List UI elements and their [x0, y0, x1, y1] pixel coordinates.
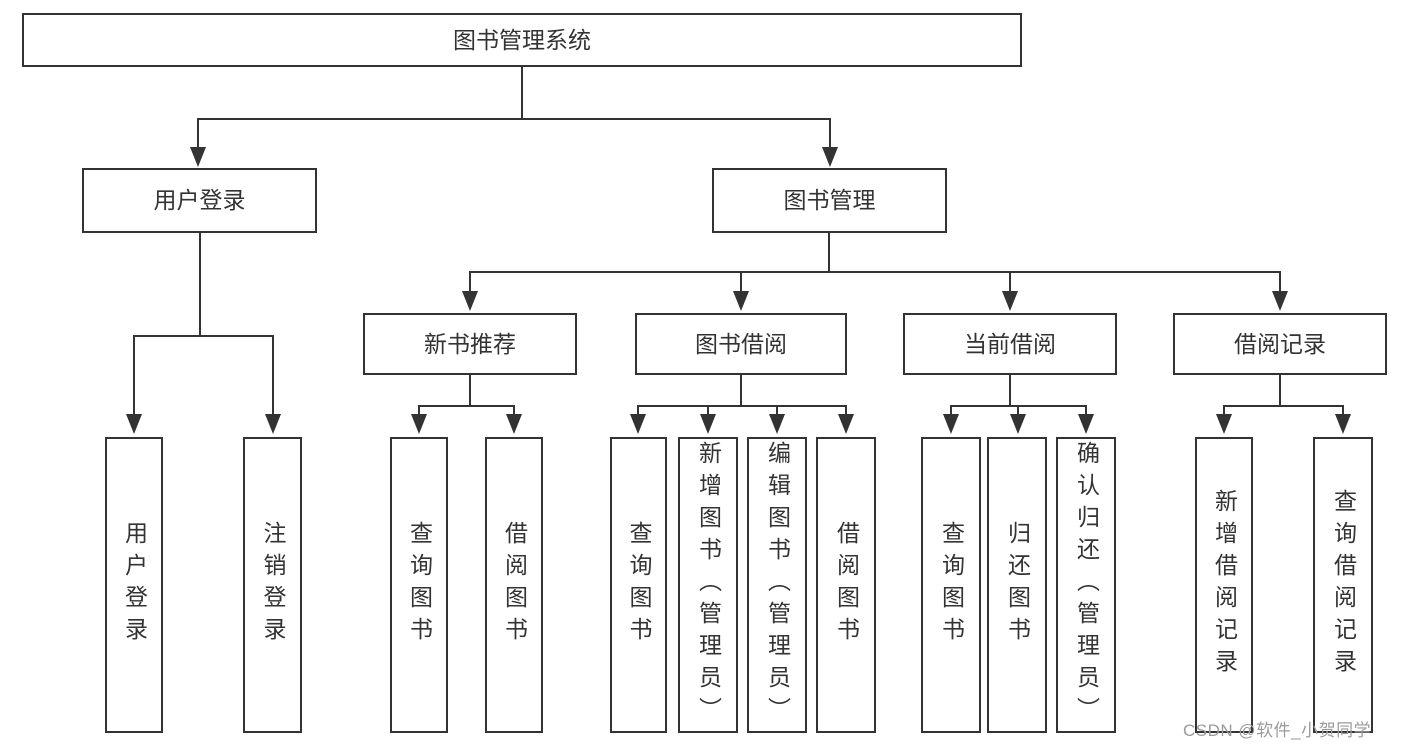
- csdn-watermark: CSDN @软件_小贺同学: [1183, 721, 1372, 740]
- node-borrow-records: 借阅记录: [1173, 313, 1387, 375]
- leaf-current-query-books: 查询图书: [921, 437, 981, 733]
- connector-user-login-children: [133, 233, 274, 415]
- connector-current-borrow-children: [950, 375, 1087, 415]
- leaf-records-add-record: 新增借阅记录: [1195, 437, 1253, 733]
- node-book-borrow: 图书借阅: [635, 313, 847, 375]
- connector-new-book-children: [418, 375, 515, 415]
- connector-book-borrow-children: [637, 375, 847, 415]
- node-current-borrow: 当前借阅: [903, 313, 1117, 375]
- leaf-borrow-borrow-books: 借阅图书: [816, 437, 876, 733]
- connector-book-management-children: [469, 233, 1281, 292]
- leaf-current-return-books: 归还图书: [987, 437, 1047, 733]
- leaf-logout: 注销登录: [243, 437, 302, 733]
- node-root: 图书管理系统: [22, 13, 1022, 67]
- leaf-records-query-record: 查询借阅记录: [1313, 437, 1373, 733]
- leaf-borrow-edit-books-admin: 编辑图书（管理员）: [747, 437, 807, 733]
- leaf-borrow-add-books-admin: 新增图书（管理员）: [678, 437, 738, 733]
- leaf-borrow-query-books: 查询图书: [610, 437, 667, 733]
- leaf-newbook-query-books: 查询图书: [390, 437, 448, 733]
- node-user-login: 用户登录: [82, 168, 317, 233]
- leaf-user-login: 用户登录: [105, 437, 163, 733]
- node-new-book-recommend: 新书推荐: [363, 313, 577, 375]
- node-book-management: 图书管理: [712, 168, 947, 233]
- connector-root-to-level2: [197, 67, 831, 148]
- connector-borrow-records-children: [1223, 375, 1344, 415]
- leaf-current-confirm-return-admin: 确认归还（管理员）: [1056, 437, 1116, 733]
- leaf-newbook-borrow-books: 借阅图书: [485, 437, 543, 733]
